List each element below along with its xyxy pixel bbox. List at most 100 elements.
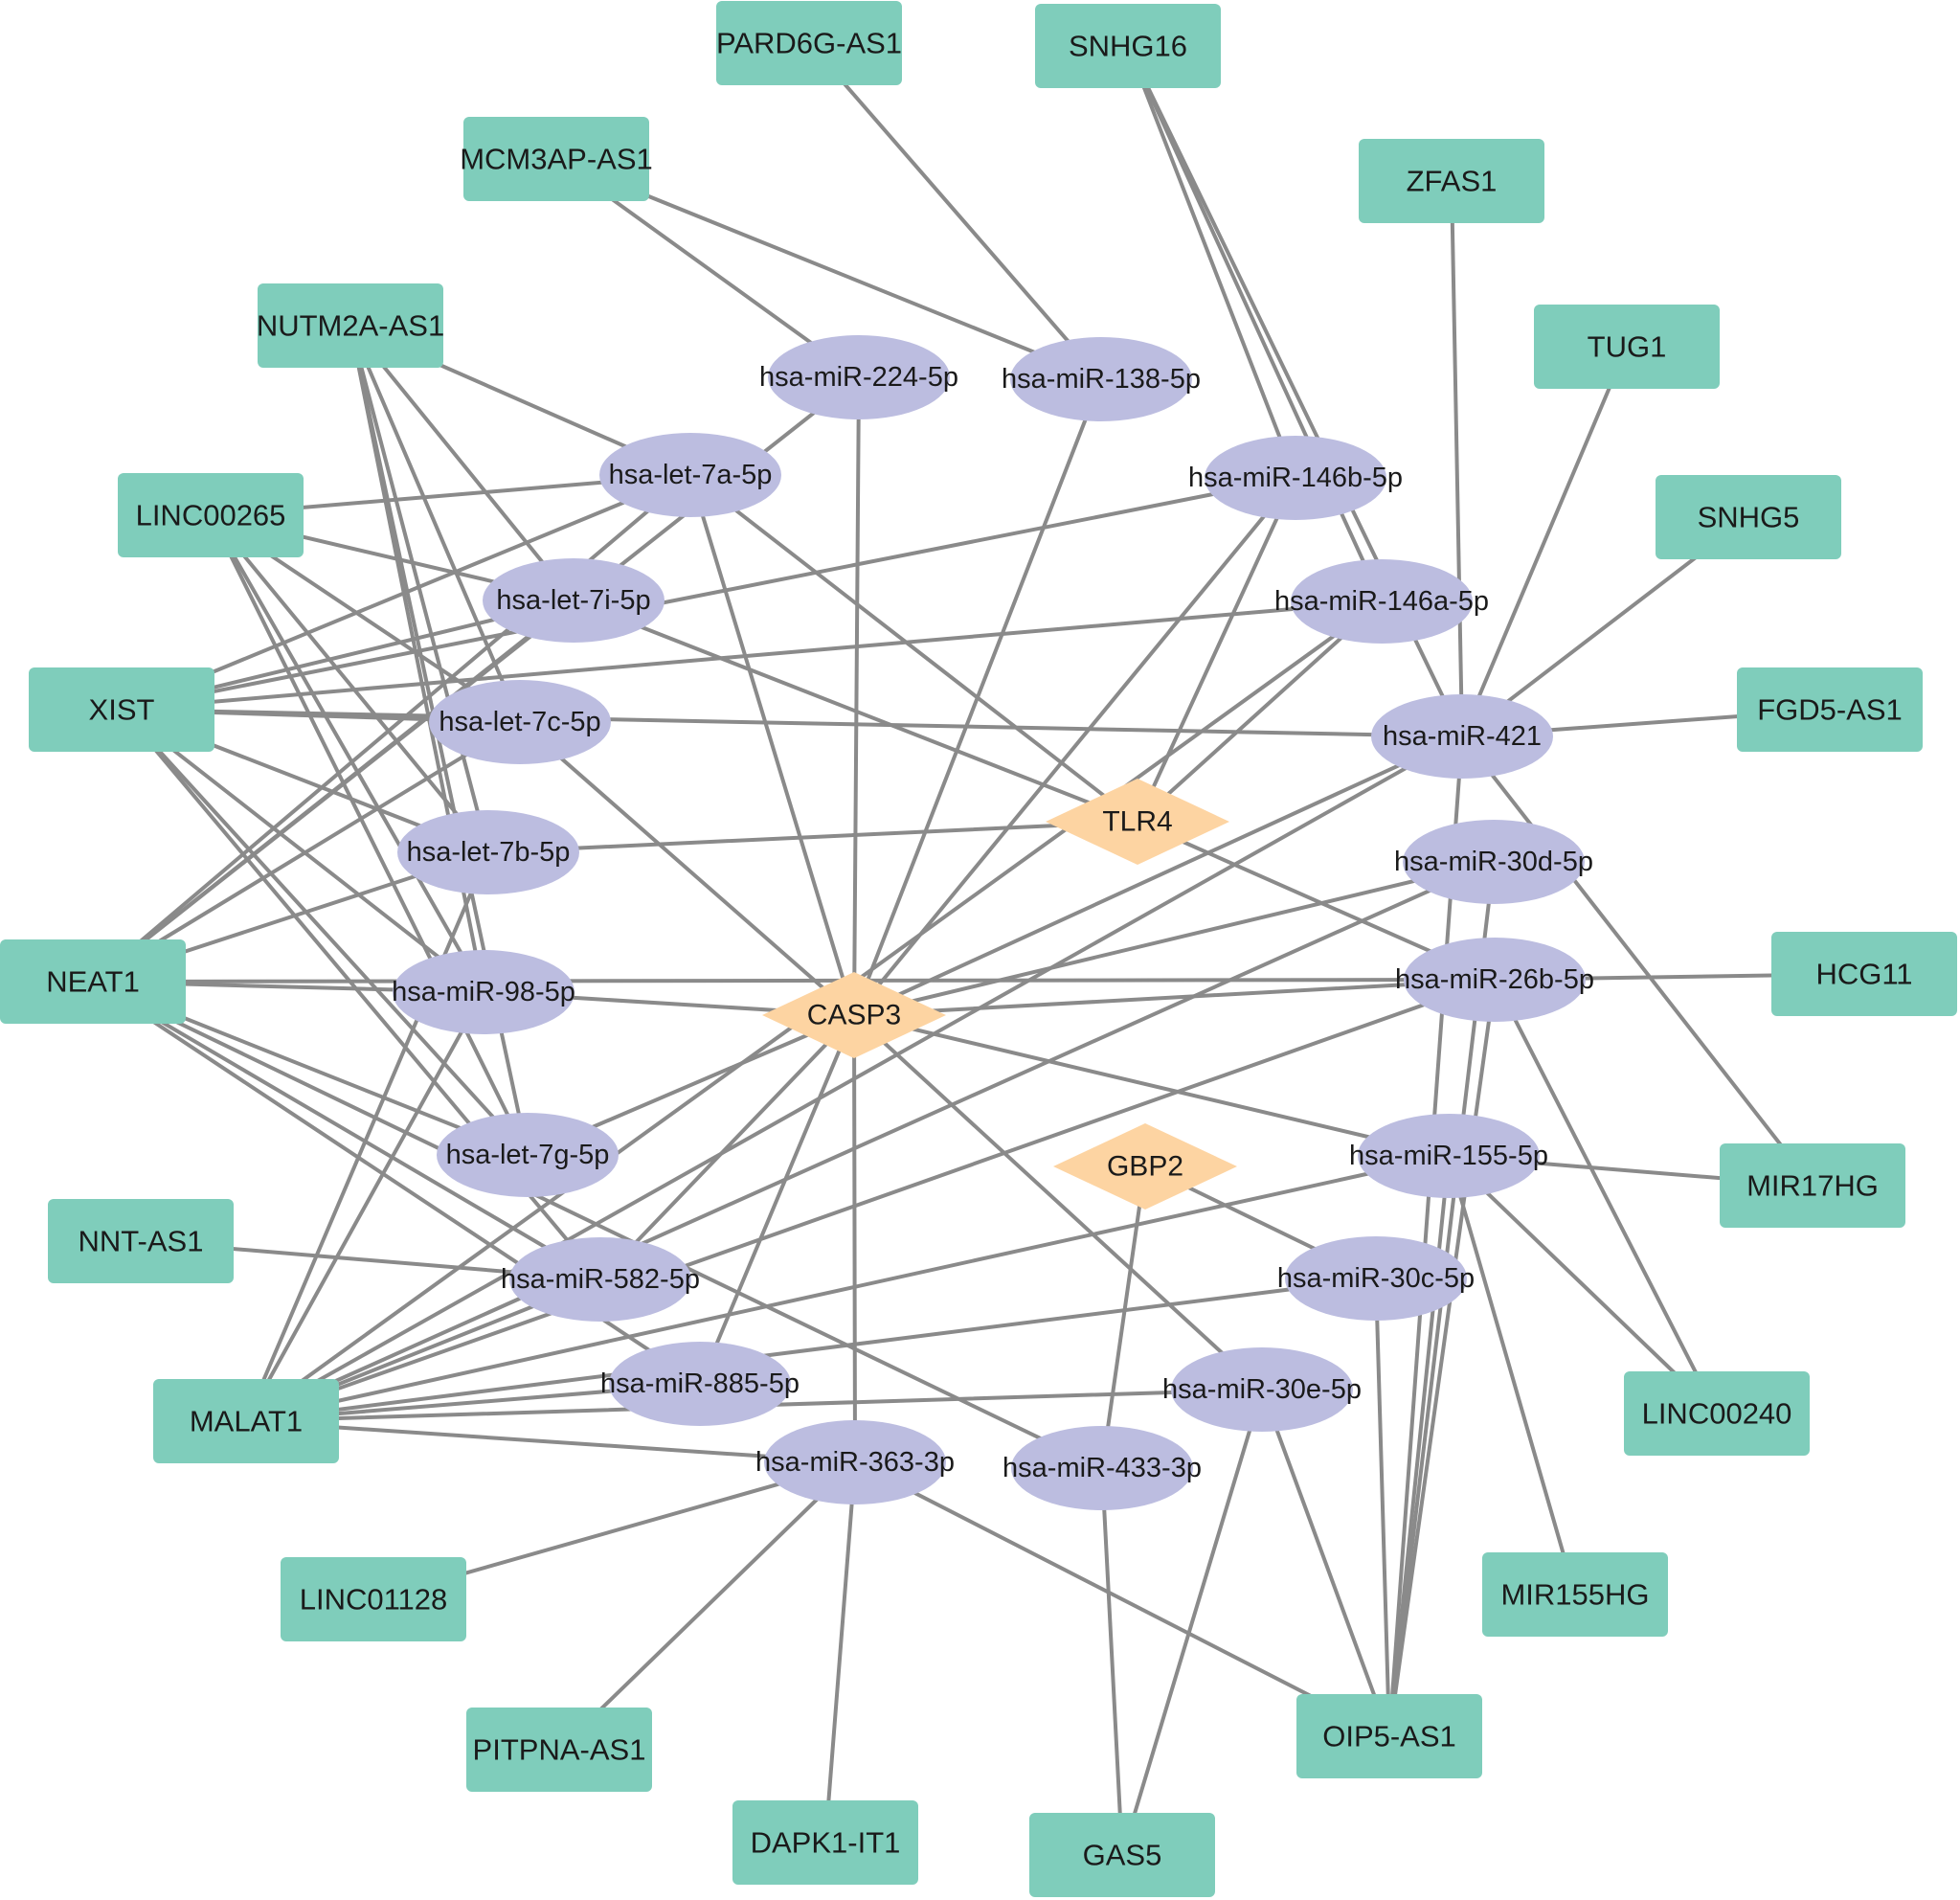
mirna-node-hsa-mir-885-5p[interactable]: hsa-miR-885-5p [600, 1342, 800, 1426]
lncrna-node-nutm2a-as1[interactable]: NUTM2A-AS1 [257, 283, 444, 368]
lncrna-node-snhg16[interactable]: SNHG16 [1035, 4, 1221, 88]
mirna-ellipse [429, 680, 611, 764]
mirna-node-hsa-mir-146b-5p[interactable]: hsa-miR-146b-5p [1188, 436, 1403, 520]
mirna-node-hsa-let-7b-5p[interactable]: hsa-let-7b-5p [397, 810, 579, 894]
node-label-hsa-mir-30e-5p: hsa-miR-30e-5p [1162, 1374, 1362, 1405]
lncrna-box [1035, 4, 1221, 88]
lncrna-node-gas5[interactable]: GAS5 [1029, 1813, 1215, 1897]
edge-gbp2-to-hsa-mir-433-3p [1100, 1165, 1147, 1470]
mirna-node-hsa-mir-582-5p[interactable]: hsa-miR-582-5p [501, 1237, 700, 1322]
edge-tlr4-to-hsa-let-7b-5p [486, 820, 1139, 854]
edge-oip5-as1-to-hsa-mir-26b-5p [1387, 978, 1497, 1738]
node-label-gas5: GAS5 [1083, 1839, 1162, 1872]
mirna-ellipse [1371, 694, 1553, 779]
lncrna-box [281, 1557, 466, 1641]
mirna-node-hsa-mir-30e-5p[interactable]: hsa-miR-30e-5p [1162, 1347, 1362, 1432]
mirna-node-hsa-mir-363-3p[interactable]: hsa-miR-363-3p [755, 1420, 955, 1504]
edge-tlr4-to-hsa-mir-146b-5p [1136, 476, 1297, 824]
node-label-pitpna-as1: PITPNA-AS1 [473, 1733, 646, 1767]
edge-casp3-to-hsa-mir-363-3p [852, 1013, 857, 1464]
node-label-snhg16: SNHG16 [1069, 30, 1187, 63]
lncrna-node-linc00240[interactable]: LINC00240 [1624, 1371, 1810, 1456]
gene-node-gbp2[interactable]: GBP2 [1053, 1123, 1237, 1210]
mirna-node-hsa-mir-98-5p[interactable]: hsa-miR-98-5p [392, 950, 575, 1034]
edge-linc00240-to-hsa-mir-26b-5p [1493, 978, 1719, 1415]
edge-casp3-to-hsa-mir-30d-5p [852, 860, 1496, 1017]
lncrna-node-snhg5[interactable]: SNHG5 [1656, 475, 1841, 559]
lncrna-node-xist[interactable]: XIST [29, 667, 214, 752]
lncrna-node-neat1[interactable]: NEAT1 [0, 939, 186, 1024]
mirna-ellipse [509, 1237, 691, 1322]
edge-mir155hg-to-hsa-mir-155-5p [1447, 1154, 1577, 1596]
lncrna-box [1771, 932, 1957, 1016]
mirna-node-hsa-mir-146a-5p[interactable]: hsa-miR-146a-5p [1274, 559, 1489, 644]
edge-casp3-to-hsa-mir-146b-5p [852, 476, 1297, 1017]
lncrna-box [1482, 1552, 1668, 1637]
gene-diamond [1053, 1123, 1237, 1210]
lncrna-node-oip5-as1[interactable]: OIP5-AS1 [1296, 1694, 1482, 1778]
mirna-node-hsa-let-7g-5p[interactable]: hsa-let-7g-5p [437, 1113, 619, 1197]
edge-oip5-as1-to-hsa-mir-421 [1387, 735, 1464, 1738]
edge-malat1-to-hsa-mir-363-3p [244, 1419, 857, 1464]
mirna-ellipse [1404, 938, 1586, 1022]
edge-linc00265-to-hsa-let-7g-5p [209, 513, 529, 1157]
lncrna-node-pitpna-as1[interactable]: PITPNA-AS1 [466, 1708, 652, 1792]
edge-nutm2a-as1-to-hsa-let-7i-5p [349, 324, 575, 602]
mirna-node-hsa-let-7c-5p[interactable]: hsa-let-7c-5p [429, 680, 611, 764]
node-label-neat1: NEAT1 [46, 965, 140, 999]
mirna-ellipse [397, 810, 579, 894]
gene-diamond [1046, 779, 1229, 865]
edge-tlr4-to-hsa-let-7a-5p [688, 473, 1139, 824]
mirna-node-hsa-mir-421[interactable]: hsa-miR-421 [1371, 694, 1553, 779]
edge-xist-to-hsa-mir-146a-5p [120, 599, 1384, 712]
lncrna-node-mir155hg[interactable]: MIR155HG [1482, 1552, 1668, 1637]
edge-oip5-as1-to-hsa-mir-30c-5p [1374, 1277, 1391, 1738]
lncrna-node-mir17hg[interactable]: MIR17HG [1720, 1143, 1905, 1228]
gene-diamond [762, 972, 946, 1058]
node-label-hsa-mir-433-3p: hsa-miR-433-3p [1003, 1453, 1202, 1483]
node-label-hsa-mir-138-5p: hsa-miR-138-5p [1002, 364, 1201, 395]
lncrna-box [1029, 1813, 1215, 1897]
mirna-ellipse [1358, 1114, 1540, 1198]
gene-node-tlr4[interactable]: TLR4 [1046, 779, 1229, 865]
lncrna-node-pard6g-as1[interactable]: PARD6G-AS1 [716, 1, 902, 85]
mirna-node-hsa-mir-30c-5p[interactable]: hsa-miR-30c-5p [1277, 1236, 1475, 1321]
lncrna-node-malat1[interactable]: MALAT1 [153, 1379, 339, 1463]
mirna-node-hsa-let-7i-5p[interactable]: hsa-let-7i-5p [483, 558, 665, 643]
mirna-node-hsa-mir-155-5p[interactable]: hsa-miR-155-5p [1349, 1114, 1548, 1198]
lncrna-box [1737, 667, 1923, 752]
mirna-ellipse [1291, 559, 1473, 644]
node-label-hsa-mir-146a-5p: hsa-miR-146a-5p [1274, 586, 1489, 617]
mirna-node-hsa-mir-138-5p[interactable]: hsa-miR-138-5p [1002, 337, 1201, 421]
lncrna-node-dapk1-it1[interactable]: DAPK1-IT1 [732, 1800, 918, 1885]
lncrna-node-zfas1[interactable]: ZFAS1 [1359, 139, 1544, 223]
edge-snhg16-to-hsa-mir-146a-5p [1126, 44, 1384, 603]
edge-malat1-to-hsa-mir-155-5p [244, 1154, 1451, 1423]
node-label-hsa-mir-224-5p: hsa-miR-224-5p [759, 362, 958, 393]
mirna-node-hsa-mir-30d-5p[interactable]: hsa-miR-30d-5p [1394, 820, 1593, 904]
edge-casp3-to-hsa-mir-155-5p [852, 1013, 1451, 1158]
edge-nutm2a-as1-to-hsa-let-7c-5p [349, 324, 522, 724]
mirna-node-hsa-let-7a-5p[interactable]: hsa-let-7a-5p [599, 433, 781, 517]
mirna-node-hsa-mir-26b-5p[interactable]: hsa-miR-26b-5p [1395, 938, 1594, 1022]
gene-node-casp3[interactable]: CASP3 [762, 972, 946, 1058]
lncrna-node-nnt-as1[interactable]: NNT-AS1 [48, 1199, 234, 1283]
mirna-node-hsa-mir-224-5p[interactable]: hsa-miR-224-5p [759, 335, 958, 419]
lncrna-node-linc00265[interactable]: LINC00265 [118, 473, 304, 557]
lncrna-node-hcg11[interactable]: HCG11 [1771, 932, 1957, 1016]
node-label-hsa-mir-98-5p: hsa-miR-98-5p [392, 977, 575, 1007]
edge-casp3-to-hsa-let-7c-5p [518, 720, 856, 1017]
lncrna-node-linc01128[interactable]: LINC01128 [281, 1557, 466, 1641]
edge-malat1-to-hsa-mir-30c-5p [244, 1277, 1378, 1423]
edge-neat1-to-hsa-mir-582-5p [91, 980, 602, 1281]
node-label-hsa-let-7c-5p: hsa-let-7c-5p [439, 707, 600, 737]
edge-malat1-to-hsa-mir-26b-5p [244, 978, 1497, 1423]
lncrna-node-tug1[interactable]: TUG1 [1534, 305, 1720, 389]
node-label-hsa-mir-582-5p: hsa-miR-582-5p [501, 1264, 700, 1295]
mirna-node-hsa-mir-433-3p[interactable]: hsa-miR-433-3p [1003, 1426, 1202, 1510]
lncrna-node-mcm3ap-as1[interactable]: MCM3AP-AS1 [460, 117, 653, 201]
edge-oip5-as1-to-hsa-mir-363-3p [853, 1460, 1391, 1738]
lncrna-node-fgd5-as1[interactable]: FGD5-AS1 [1737, 667, 1923, 752]
